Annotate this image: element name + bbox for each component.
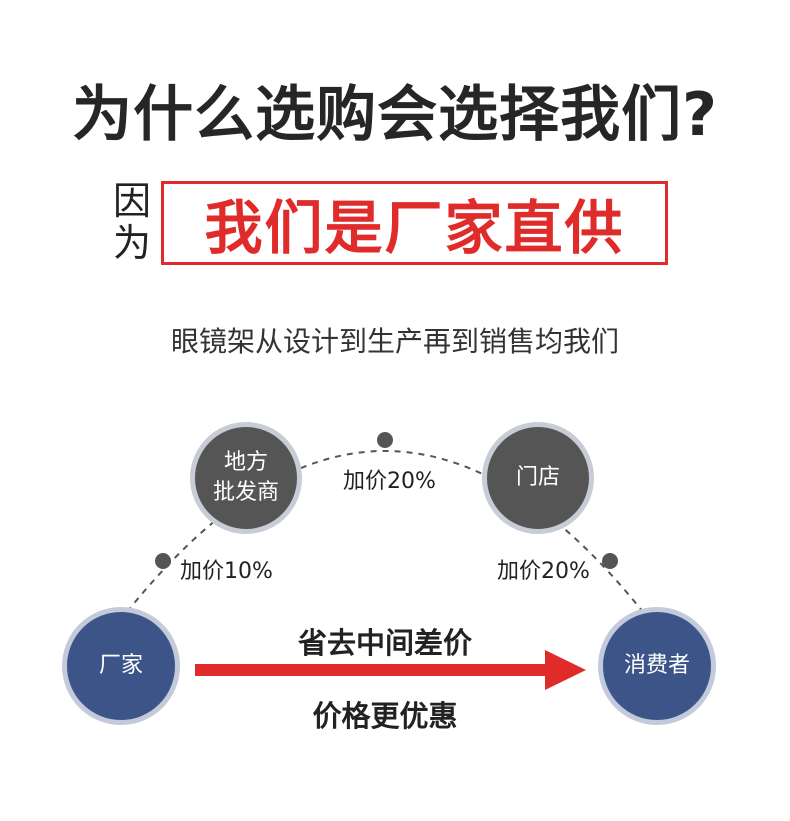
node-consumer-label: 消费者	[623, 653, 690, 678]
because-label: 因 为	[110, 180, 154, 264]
markup-wholesale: 加价10%	[180, 559, 273, 584]
arc-dot-consumer	[602, 553, 618, 569]
slogan-box: 我们是厂家直供	[161, 181, 668, 265]
node-store: 门店	[482, 422, 594, 534]
direct-arrow-shaft	[195, 664, 550, 676]
because-char-2: 为	[112, 221, 151, 265]
node-wholesaler-line-2: 批发商	[212, 480, 279, 505]
node-store-label: 门店	[515, 465, 560, 490]
direct-arrow-head	[545, 650, 586, 690]
because-char-1: 因	[112, 179, 151, 223]
markup-retail: 加价20%	[343, 469, 436, 494]
node-wholesaler: 地方 批发商	[190, 422, 302, 534]
arc-dot-wholesale	[155, 553, 171, 569]
slogan-text: 我们是厂家直供	[204, 194, 625, 262]
node-wholesaler-line-1: 地方	[223, 450, 268, 475]
direct-text-top: 省去中间差价	[297, 626, 472, 660]
markup-consumer: 加价20%	[497, 559, 590, 584]
direct-text-bottom: 价格更优惠	[312, 699, 458, 733]
supply-chain-arc	[126, 450, 644, 613]
node-consumer: 消费者	[598, 607, 716, 725]
subtitle: 眼镜架从设计到生产再到销售均我们	[170, 325, 619, 358]
node-factory: 厂家	[62, 607, 180, 725]
page-title: 为什么选购会选择我们?	[72, 80, 718, 150]
node-factory-label: 厂家	[98, 653, 143, 678]
arc-dot-retail	[377, 432, 393, 448]
